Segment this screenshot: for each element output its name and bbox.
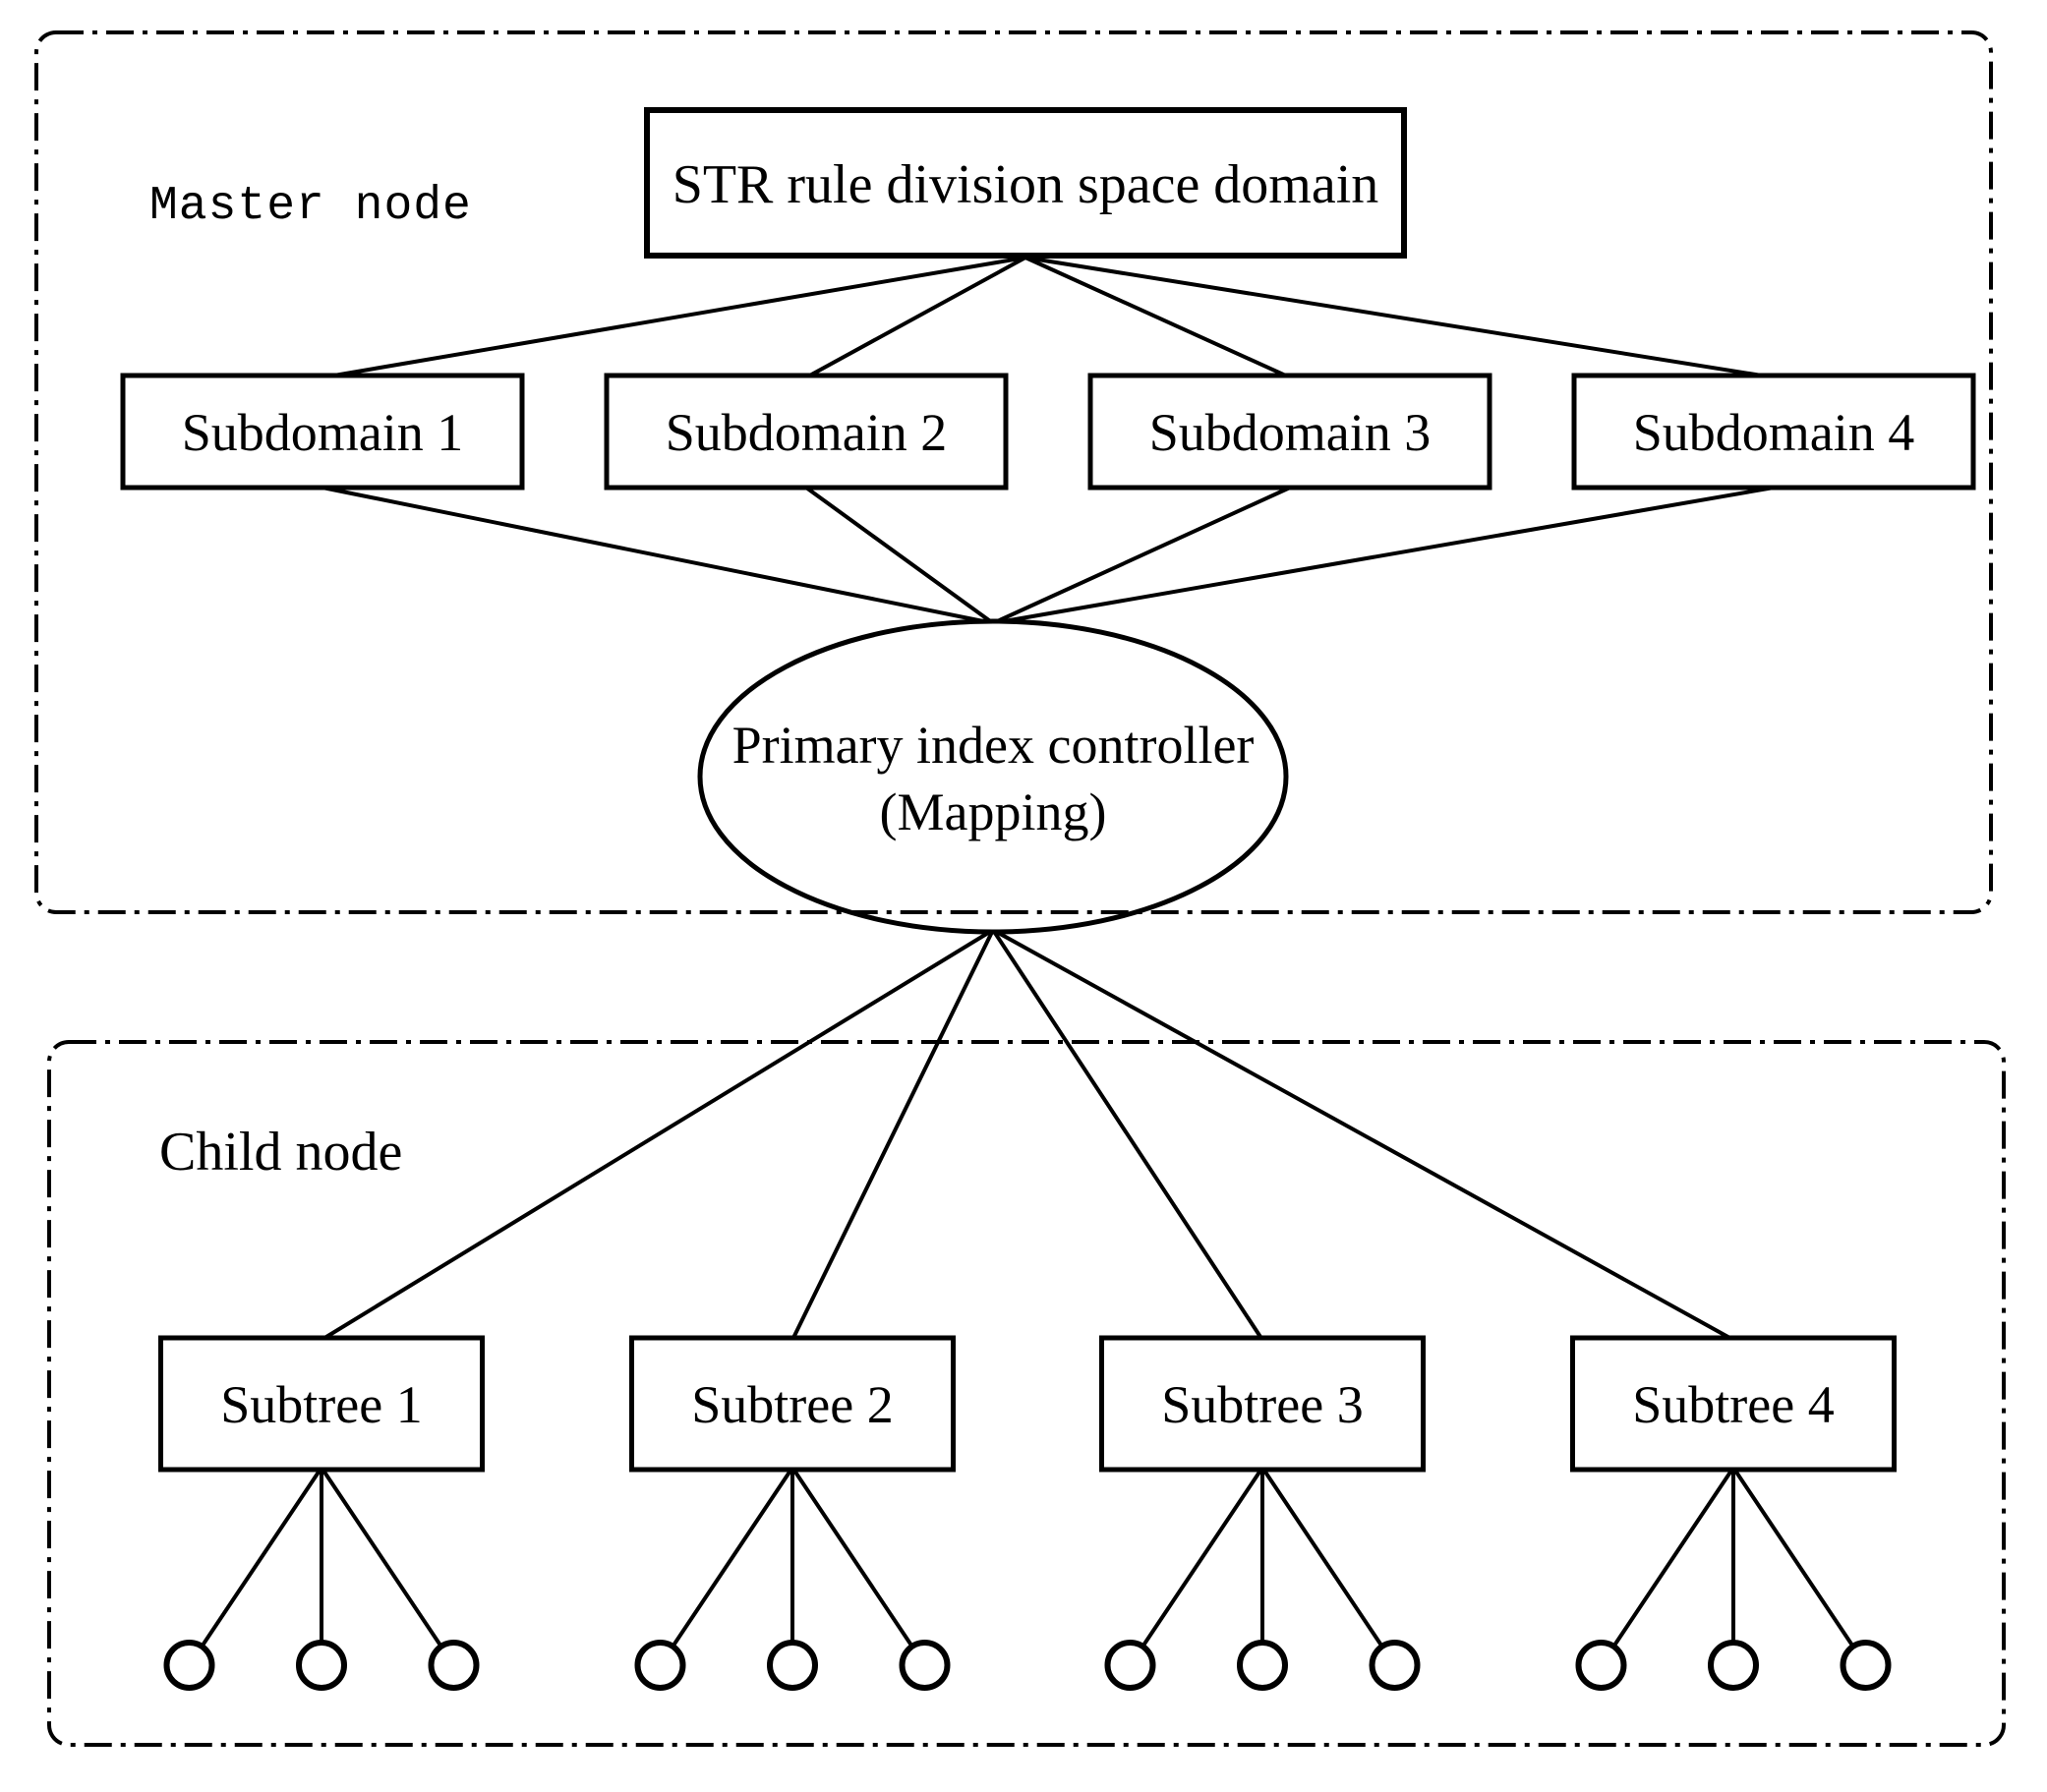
connector-subdomain-3-controller <box>992 486 1291 625</box>
leaf-node-circle <box>1708 1640 1759 1691</box>
subdomain-3-box <box>1087 373 1492 491</box>
connector-subtree-3-leaf-1 <box>1128 1466 1264 1667</box>
leaf-node-circle <box>767 1640 818 1691</box>
connector-subdomain-4-controller <box>992 486 1775 625</box>
subtree-1-label: Subtree 1 <box>220 1375 422 1434</box>
connector-controller-subtree-2 <box>790 929 995 1341</box>
connector-subtree-3-leaf-3 <box>1260 1466 1397 1667</box>
controller-label-line1: Primary index controller <box>732 716 1255 775</box>
leaf-node-circle <box>899 1640 951 1691</box>
root-node-label: STR rule division space domain <box>673 154 1379 215</box>
primary-index-controller-ellipse <box>697 618 1289 935</box>
leaf-node-circle <box>1575 1640 1627 1691</box>
connector-controller-subtree-1 <box>320 928 995 1342</box>
subdomain-4-box <box>1571 373 1976 491</box>
subdomain-4-label: Subdomain 4 <box>1633 403 1915 462</box>
master-group-border <box>34 30 1993 914</box>
connector-subtree-1-leaf-3 <box>320 1466 456 1667</box>
connector-controller-subtree-3 <box>991 928 1264 1342</box>
master-group-label: Master node <box>149 180 472 233</box>
subtree-2-label: Subtree 2 <box>691 1375 893 1434</box>
connector-subdomain-2-controller <box>804 486 995 625</box>
connector-root-subdomain-1 <box>322 256 1026 379</box>
connector-root-subdomain-3 <box>1024 256 1291 379</box>
connector-subtree-4-leaf-1 <box>1599 1466 1735 1667</box>
leaf-node-circle <box>296 1640 347 1691</box>
controller-label-line2: (Mapping) <box>880 782 1107 841</box>
subtree-2-box <box>629 1335 956 1473</box>
leaf-node-circle <box>1369 1640 1421 1691</box>
connector-subdomain-1-controller <box>322 486 994 625</box>
connector-subtree-4-leaf-3 <box>1731 1466 1868 1667</box>
subtree-1-box <box>158 1335 485 1473</box>
connector-subtree-1-leaf-1 <box>187 1466 323 1667</box>
leaf-node-circle <box>1840 1640 1892 1691</box>
subdomain-1-label: Subdomain 1 <box>182 403 464 462</box>
connector-root-subdomain-4 <box>1024 256 1775 379</box>
connector-root-subdomain-2 <box>805 256 1026 379</box>
leaf-node-circle <box>634 1640 686 1691</box>
subdomain-2-box <box>604 373 1009 491</box>
leaf-node-circle <box>428 1640 480 1691</box>
child-group-label: Child node <box>159 1122 402 1183</box>
root-node-box <box>644 107 1407 259</box>
connector-controller-subtree-4 <box>992 928 1734 1342</box>
child-group-border <box>47 1040 2006 1747</box>
leaf-node-circle <box>1104 1640 1156 1691</box>
subdomain-1-box <box>120 373 525 491</box>
connector-subtree-2-leaf-3 <box>790 1466 927 1667</box>
subdomain-2-label: Subdomain 2 <box>666 403 948 462</box>
subtree-4-label: Subtree 4 <box>1632 1375 1834 1434</box>
connector-subtree-2-leaf-1 <box>658 1466 794 1667</box>
subtree-3-label: Subtree 3 <box>1161 1375 1363 1434</box>
subtree-4-box <box>1570 1335 1897 1473</box>
subtree-3-box <box>1099 1335 1426 1473</box>
subdomain-3-label: Subdomain 3 <box>1149 403 1432 462</box>
leaf-node-circle <box>163 1640 215 1691</box>
leaf-node-circle <box>1237 1640 1288 1691</box>
